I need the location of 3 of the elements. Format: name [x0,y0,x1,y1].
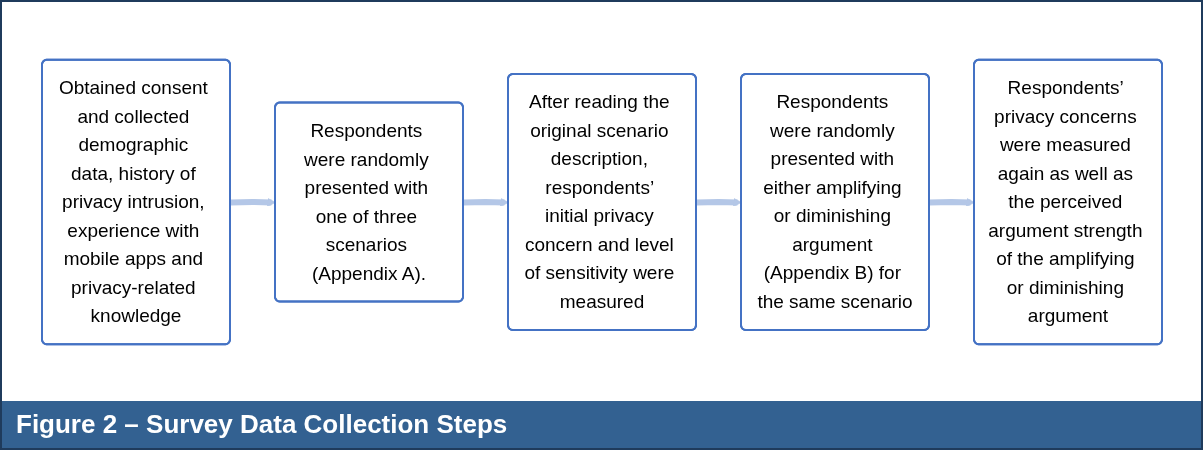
node-text: After reading the original scenario description, respondents’ initial privacy concern and level of sensitivity were measured [523,90,674,311]
figure-caption: Figure 2 – Survey Data Collection Steps [2,401,1201,448]
node-text: Respondents were randomly presented with either amplifying or diminishing argument (Appendix B) for the same scenario [756,90,913,311]
